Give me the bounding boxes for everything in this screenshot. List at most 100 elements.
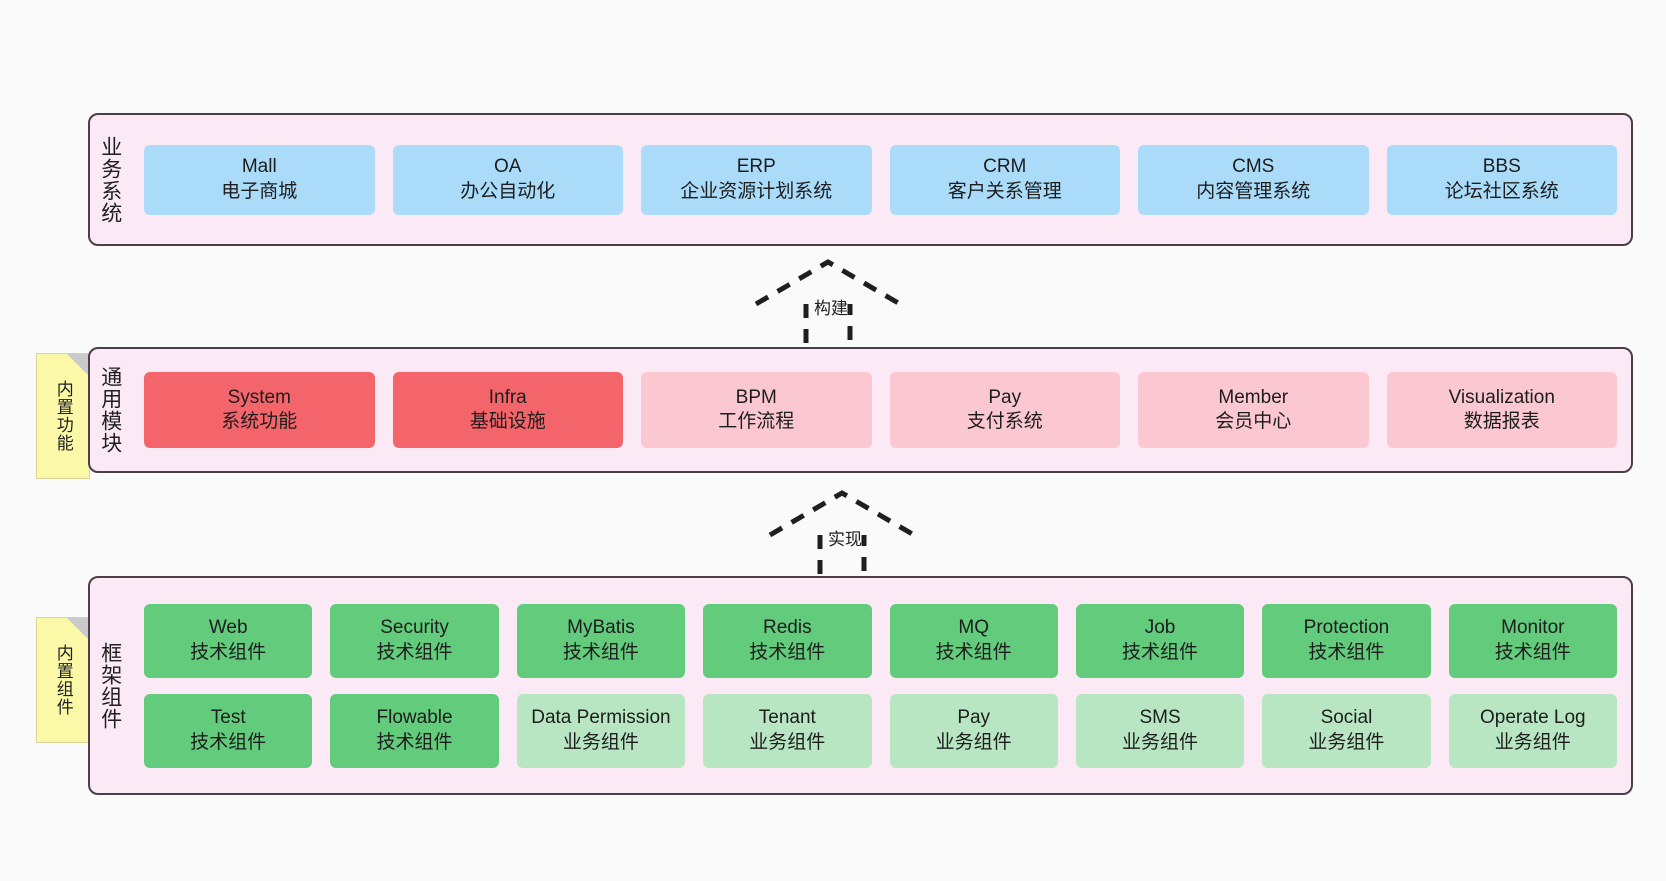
layer-body-business: Mall 电子商城 OA 办公自动化 ERP 企业资源计划系统 CRM 客户关系… (130, 115, 1631, 244)
node-tenant[interactable]: Tenant 业务组件 (703, 693, 872, 768)
layer-row: System 系统功能 Infra 基础设施 BPM 工作流程 Pay 支付系统… (144, 372, 1617, 448)
node-subtitle: 业务组件 (935, 731, 1012, 753)
note-builtin-components: 内置组件 (36, 617, 90, 743)
node-title: SMS (1139, 707, 1181, 729)
node-title: Mall (241, 156, 277, 178)
node-title: Redis (763, 617, 812, 639)
node-subtitle: 业务组件 (1494, 731, 1571, 753)
node-operate-log[interactable]: Operate Log 业务组件 (1448, 693, 1617, 768)
node-title: Pay (957, 707, 991, 729)
node-subtitle: 数据报表 (1463, 411, 1540, 432)
node-subtitle: 办公自动化 (460, 180, 556, 202)
node-erp[interactable]: ERP 企业资源计划系统 (641, 144, 872, 215)
node-title: Flowable (376, 707, 453, 729)
node-pay-component[interactable]: Pay 业务组件 (889, 693, 1058, 768)
node-flowable[interactable]: Flowable 技术组件 (330, 693, 499, 768)
node-title: Test (210, 707, 246, 729)
node-subtitle: 技术组件 (190, 731, 267, 753)
node-cms[interactable]: CMS 内容管理系统 (1138, 144, 1369, 215)
note-label: 内置组件 (53, 644, 73, 716)
node-title: Web (208, 617, 248, 639)
node-crm[interactable]: CRM 客户关系管理 (889, 144, 1120, 215)
node-subtitle: 技术组件 (1308, 641, 1385, 663)
node-subtitle: 电子商城 (221, 180, 298, 202)
node-subtitle: 业务组件 (1308, 731, 1385, 753)
node-data-permission[interactable]: Data Permission 业务组件 (516, 693, 686, 768)
node-title: BBS (1482, 156, 1521, 178)
node-web[interactable]: Web 技术组件 (144, 603, 313, 678)
layer-business-system: 业务系统 Mall 电子商城 OA 办公自动化 ERP 企业资源计划系统 CRM… (88, 113, 1633, 246)
layer-body-framework: Web 技术组件 Security 技术组件 MyBatis 技术组件 Redi… (130, 578, 1631, 793)
node-subtitle: 业务组件 (1122, 731, 1199, 753)
connector-build-label: 构建 (814, 299, 848, 318)
node-title: CMS (1232, 156, 1275, 178)
node-subtitle: 技术组件 (935, 641, 1012, 663)
layer-title-business: 业务系统 (98, 135, 122, 224)
node-mq[interactable]: MQ 技术组件 (889, 603, 1058, 678)
layer-body-common: System 系统功能 Infra 基础设施 BPM 工作流程 Pay 支付系统… (130, 349, 1631, 471)
node-subtitle: 技术组件 (376, 641, 453, 663)
node-title: Job (1144, 617, 1176, 639)
node-test[interactable]: Test 技术组件 (144, 693, 313, 768)
node-social[interactable]: Social 业务组件 (1262, 693, 1431, 768)
node-monitor[interactable]: Monitor 技术组件 (1448, 603, 1617, 678)
node-subtitle: 支付系统 (966, 411, 1043, 432)
node-subtitle: 客户关系管理 (947, 180, 1062, 202)
note-builtin-features: 内置功能 (36, 353, 90, 479)
node-infra[interactable]: Infra 基础设施 (392, 372, 623, 448)
note-label: 内置功能 (53, 380, 73, 452)
node-visualization[interactable]: Visualization 数据报表 (1386, 372, 1617, 448)
node-title: Monitor (1501, 617, 1565, 639)
node-title: Member (1218, 386, 1289, 408)
layer-common-module: 通用模块 System 系统功能 Infra 基础设施 BPM 工作流程 Pay… (88, 347, 1633, 473)
node-redis[interactable]: Redis 技术组件 (703, 603, 872, 678)
layer-framework-component: 框架组件 Web 技术组件 Security 技术组件 MyBatis 技术组件… (88, 576, 1633, 795)
layer-row: Web 技术组件 Security 技术组件 MyBatis 技术组件 Redi… (144, 603, 1617, 678)
node-subtitle: 技术组件 (190, 641, 267, 663)
node-title: BPM (735, 386, 777, 408)
node-mybatis[interactable]: MyBatis 技术组件 (516, 603, 686, 678)
connector-build: 构建 (752, 258, 904, 354)
node-bpm[interactable]: BPM 工作流程 (641, 372, 872, 448)
node-subtitle: 基础设施 (469, 411, 546, 432)
node-subtitle: 技术组件 (376, 731, 453, 753)
node-subtitle: 会员中心 (1215, 411, 1292, 432)
node-subtitle: 工作流程 (718, 411, 795, 432)
node-title: Visualization (1448, 386, 1555, 408)
note-fold-icon (67, 618, 89, 640)
node-subtitle: 技术组件 (562, 641, 639, 663)
node-subtitle: 技术组件 (749, 641, 826, 663)
node-subtitle: 技术组件 (1122, 641, 1199, 663)
connector-realize: 实现 (766, 489, 918, 585)
node-title: Social (1320, 707, 1373, 729)
connector-realize-label: 实现 (828, 530, 862, 549)
node-subtitle: 内容管理系统 (1196, 180, 1311, 202)
node-subtitle: 业务组件 (562, 731, 639, 753)
node-sms[interactable]: SMS 业务组件 (1075, 693, 1245, 768)
node-title: Operate Log (1479, 707, 1586, 729)
node-bbs[interactable]: BBS 论坛社区系统 (1386, 144, 1617, 215)
node-title: CRM (983, 156, 1027, 178)
node-subtitle: 系统功能 (221, 411, 298, 432)
layer-title-framework: 框架组件 (98, 641, 122, 730)
node-title: MQ (958, 617, 989, 639)
node-title: Infra (488, 386, 527, 408)
node-pay-module[interactable]: Pay 支付系统 (889, 372, 1120, 448)
node-oa[interactable]: OA 办公自动化 (392, 144, 623, 215)
node-member[interactable]: Member 会员中心 (1138, 372, 1369, 448)
node-security[interactable]: Security 技术组件 (330, 603, 499, 678)
node-system[interactable]: System 系统功能 (144, 372, 375, 448)
node-protection[interactable]: Protection 技术组件 (1262, 603, 1431, 678)
layer-title-common: 通用模块 (98, 366, 122, 454)
node-title: Protection (1303, 617, 1390, 639)
layer-row: Test 技术组件 Flowable 技术组件 Data Permission … (144, 693, 1617, 768)
node-mall[interactable]: Mall 电子商城 (144, 144, 375, 215)
layer-row: Mall 电子商城 OA 办公自动化 ERP 企业资源计划系统 CRM 客户关系… (144, 144, 1617, 215)
note-fold-icon (67, 354, 89, 376)
node-title: Data Permission (531, 707, 671, 729)
node-job[interactable]: Job 技术组件 (1075, 603, 1245, 678)
node-title: OA (494, 156, 522, 178)
node-title: MyBatis (567, 617, 635, 639)
node-title: Pay (988, 386, 1022, 408)
